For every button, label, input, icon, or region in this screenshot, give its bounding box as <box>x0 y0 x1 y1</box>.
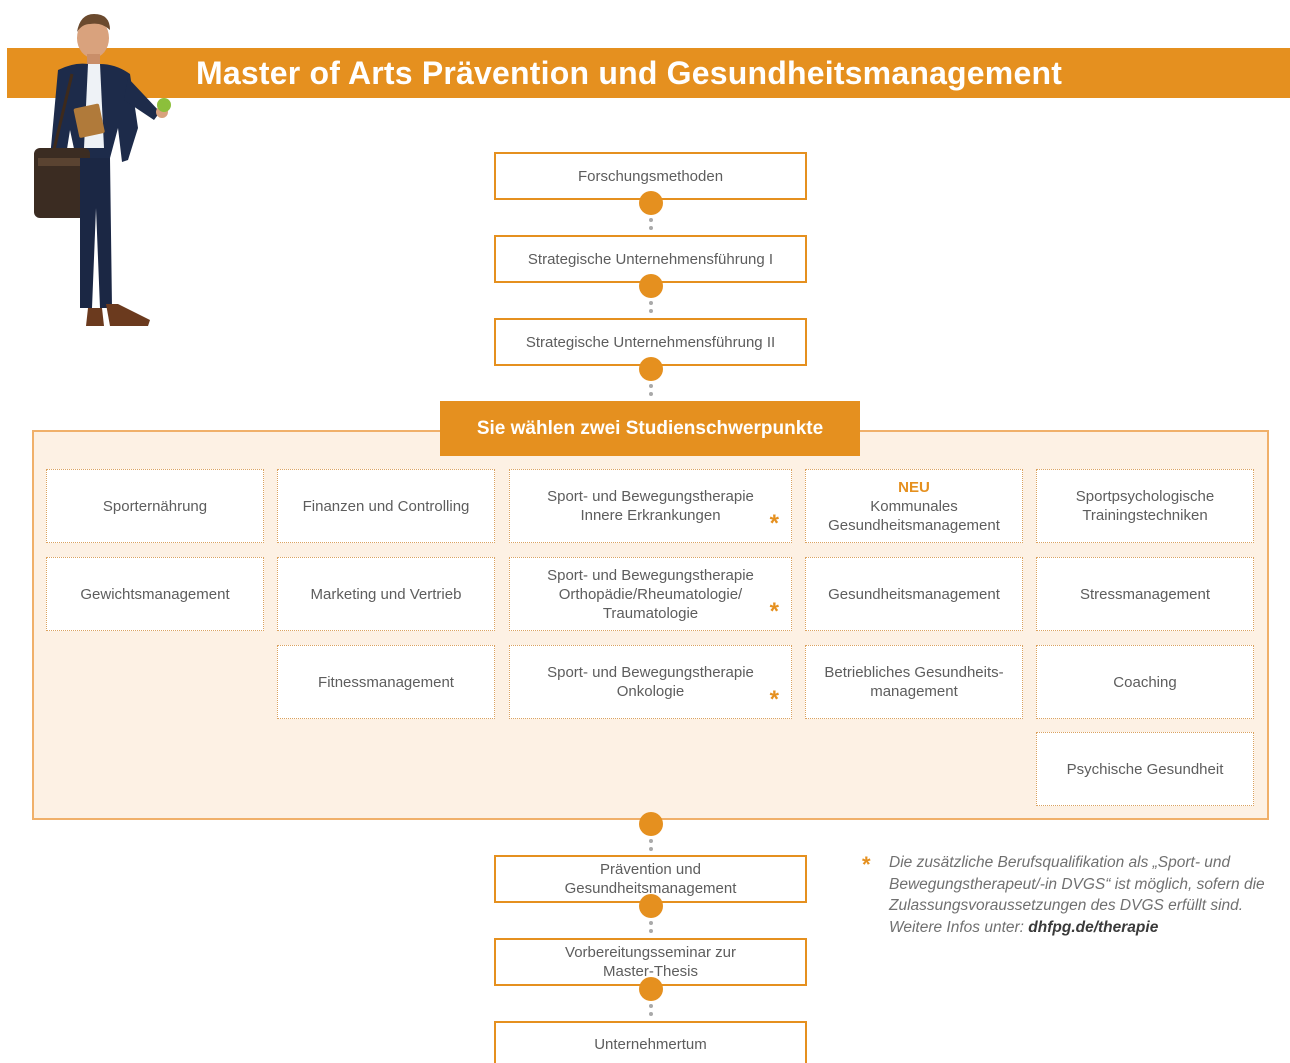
elective-card: Gesundheitsmanagement <box>805 557 1023 631</box>
elective-card: Stressmanagement <box>1036 557 1254 631</box>
connector-dot <box>639 894 663 918</box>
elective-card: Finanzen und Controlling <box>277 469 495 543</box>
new-badge: NEU <box>898 478 930 496</box>
asterisk-icon: * <box>862 852 871 877</box>
connector-dots <box>649 301 653 317</box>
elective-card: Psychische Gesundheit <box>1036 732 1254 806</box>
footnote: * Die zusätzliche Berufsqualifikation al… <box>862 852 1282 938</box>
elective-card: Sporternährung <box>46 469 264 543</box>
elective-card: Sport- und Bewegungstherapie Innere Erkr… <box>509 469 792 543</box>
footnote-text: Die zusätzliche Berufsqualifikation als … <box>889 854 1265 936</box>
title-banner <box>7 48 1290 98</box>
elective-card: Betriebliches Gesundheits- management <box>805 645 1023 719</box>
connector-dot <box>639 191 663 215</box>
therapy-link[interactable]: dhfpg.de/therapie <box>1028 918 1159 936</box>
connector-dots <box>649 1004 653 1020</box>
elective-card: Sport- und Bewegungstherapie Orthopädie/… <box>509 557 792 631</box>
electives-header: Sie wählen zwei Studienschwerpunkte <box>440 401 860 456</box>
connector-dot <box>639 977 663 1001</box>
connector-dots <box>649 384 653 400</box>
connector-dot <box>639 812 663 836</box>
connector-dots <box>649 839 653 855</box>
elective-card: Coaching <box>1036 645 1254 719</box>
asterisk-icon: * <box>769 598 779 625</box>
page-title: Master of Arts Prävention und Gesundheit… <box>196 55 1063 91</box>
connector-dot <box>639 357 663 381</box>
elective-card: Marketing und Vertrieb <box>277 557 495 631</box>
asterisk-icon: * <box>769 686 779 713</box>
module-unternehmertum: Unternehmertum <box>494 1021 807 1063</box>
elective-card: Sportpsychologische Trainingstechniken <box>1036 469 1254 543</box>
connector-dots <box>649 921 653 937</box>
elective-card: Sport- und Bewegungstherapie Onkologie * <box>509 645 792 719</box>
student-illustration <box>34 14 171 326</box>
elective-card: Fitnessmanagement <box>277 645 495 719</box>
connector-dot <box>639 274 663 298</box>
elective-card: Gewichtsmanagement <box>46 557 264 631</box>
connector-dots <box>649 218 653 234</box>
elective-card: NEU Kommunales Gesundheitsmanagement <box>805 469 1023 543</box>
asterisk-icon: * <box>769 510 779 537</box>
